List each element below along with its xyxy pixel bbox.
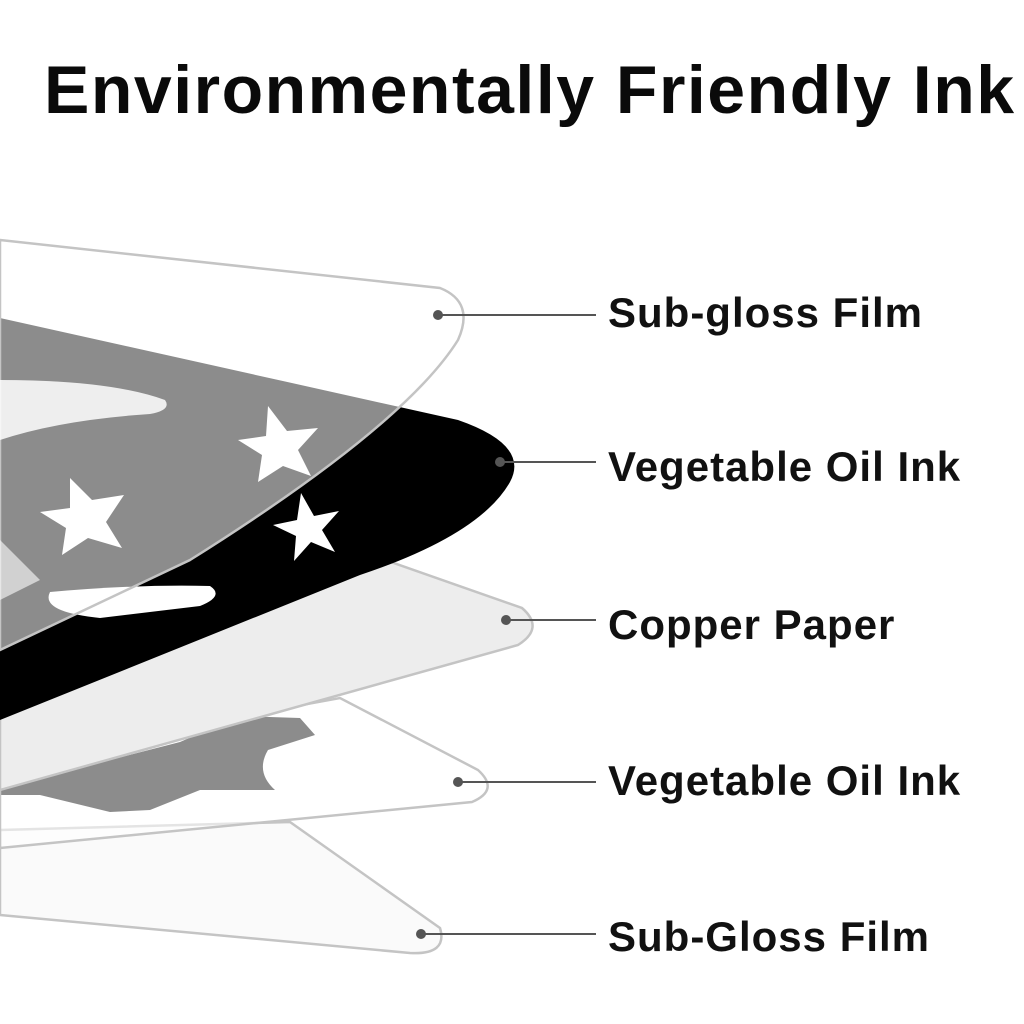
- ink-cutout-left-arc: [0, 540, 40, 600]
- diagram-title: Environmentally Friendly Ink: [44, 52, 1016, 128]
- callout-vegetable-oil-ink-top: [495, 457, 596, 467]
- callout-sub-gloss-film-bottom: [416, 929, 596, 939]
- bottom-film-layer: [0, 820, 443, 955]
- callout-copper-paper: [501, 615, 596, 625]
- star-icon: [40, 478, 124, 555]
- star-icon: [238, 406, 318, 482]
- callout-sub-gloss-film: [433, 310, 596, 320]
- layer-label-sub-gloss-film: Sub-gloss Film: [608, 289, 924, 336]
- layer-label-vegetable-oil-ink-bottom: Vegetable Oil Ink: [608, 757, 962, 804]
- ink-star-cutout: [273, 493, 339, 561]
- copper-paper-layer: [0, 558, 534, 792]
- callout-vegetable-oil-ink-bottom: [453, 777, 596, 787]
- lower-film-layer: [0, 696, 489, 850]
- layer-label-copper-paper: Copper Paper: [608, 601, 896, 648]
- layer-label-vegetable-oil-ink-top: Vegetable Oil Ink: [608, 443, 962, 490]
- top-film-layer: [0, 238, 465, 652]
- layer-label-sub-gloss-film-bottom: Sub-Gloss Film: [608, 913, 931, 960]
- film-inner-edge: [0, 380, 167, 440]
